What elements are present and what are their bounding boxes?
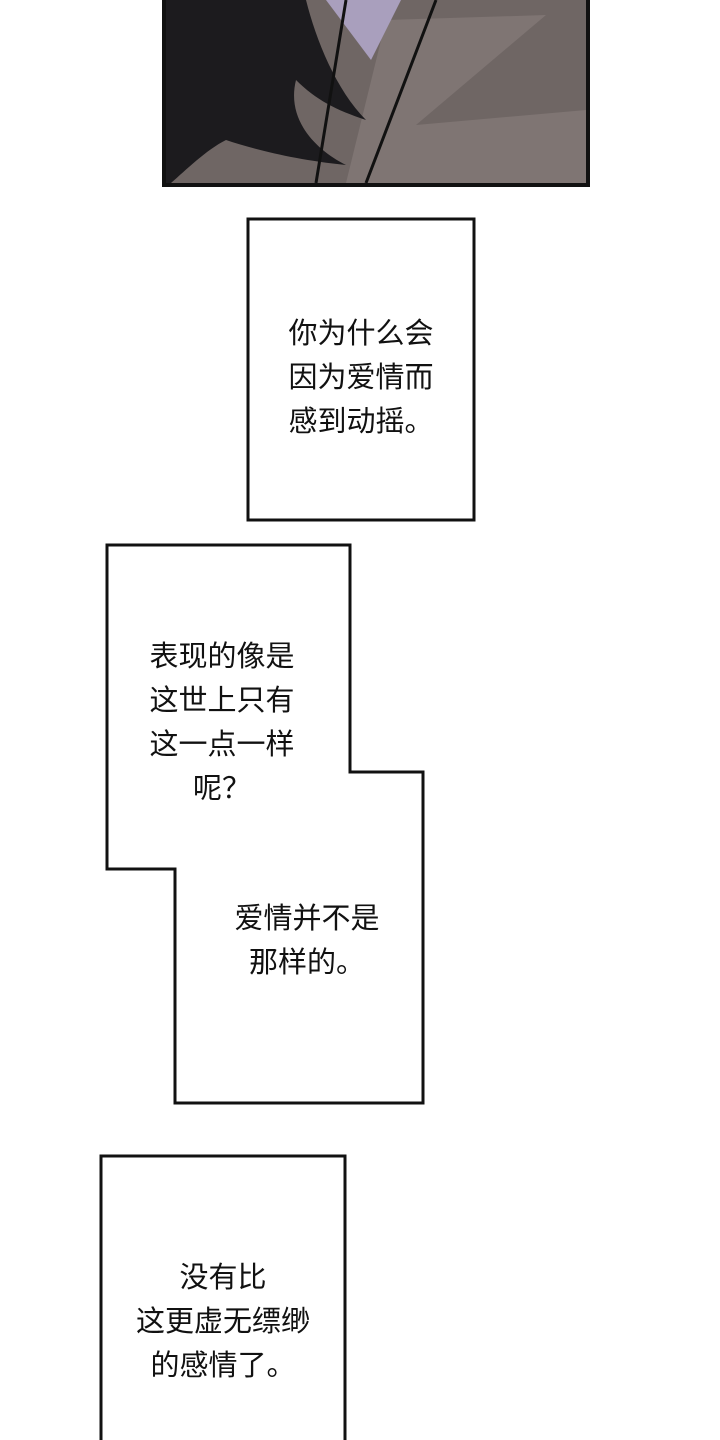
text-line: 这一点一样 <box>149 727 295 761</box>
text-line: 这更虚无缥缈 <box>135 1304 310 1338</box>
caption-text-2: 表现的像是 这世上只有 这一点一样 呢？ <box>107 634 337 810</box>
text-line: 呢？ <box>192 771 251 805</box>
text-line: 爱情并不是 <box>234 901 380 935</box>
text-line: 的感情了。 <box>150 1348 296 1382</box>
text-line: 感到动摇。 <box>288 404 434 438</box>
text-line: 没有比 <box>179 1260 267 1294</box>
text-line: 这世上只有 <box>149 683 295 717</box>
text-line: 那样的。 <box>248 945 365 979</box>
text-line: 你为什么会 <box>288 316 434 350</box>
caption-text-4: 没有比 这更虚无缥缈 的感情了。 <box>101 1255 345 1387</box>
caption-text-3: 爱情并不是 那样的。 <box>175 896 439 984</box>
comic-panel-art <box>162 0 590 187</box>
text-line: 表现的像是 <box>149 639 295 673</box>
caption-box-3 <box>99 1154 347 1440</box>
text-line: 因为爱情而 <box>288 360 434 394</box>
caption-box-2 <box>105 543 425 1105</box>
hair-illustration-icon <box>166 0 586 183</box>
caption-box-1 <box>246 217 476 522</box>
caption-text-1: 你为什么会 因为爱情而 感到动摇。 <box>248 311 474 443</box>
